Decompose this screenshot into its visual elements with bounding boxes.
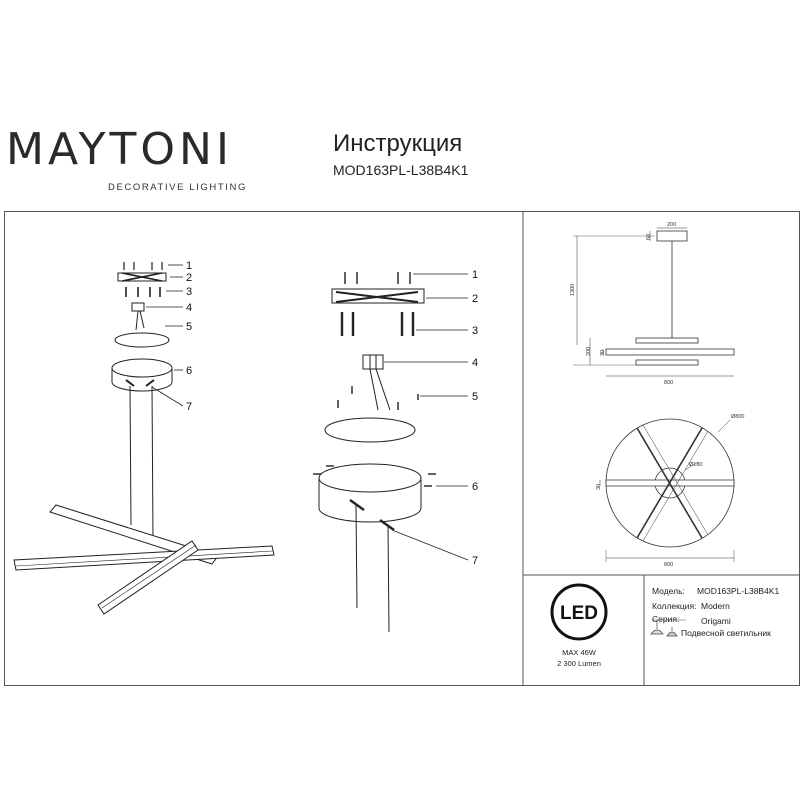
spec-series-value: Origami	[701, 616, 731, 626]
instruction-frame	[4, 211, 800, 686]
dim-rod-length: 1300	[570, 284, 576, 296]
mid-screws-top	[344, 272, 411, 284]
document-model: MOD163PL-L38B4K1	[333, 162, 469, 178]
left-screws-top	[123, 262, 163, 270]
spec-type-value: Подвесной светильник	[681, 628, 771, 638]
spec-series-label: Серия:	[652, 614, 680, 624]
mid-label-6: 6	[472, 481, 478, 493]
spec-model-label: Модель:	[652, 586, 685, 596]
middle-assembly	[313, 272, 469, 633]
mid-label-7: 7	[472, 555, 478, 567]
led-badge	[550, 583, 608, 641]
dim-top-width: 200	[667, 222, 676, 228]
dim-canopy-diameter: Ø180	[689, 462, 702, 468]
left-dowels	[125, 287, 161, 297]
pendant-lamp-icon	[650, 621, 664, 635]
left-label-7: 7	[186, 401, 192, 413]
dim-top-height: 60	[646, 234, 652, 240]
mid-small-screws	[337, 386, 419, 410]
dim-top-width: 800	[664, 562, 673, 568]
mid-label-4: 4	[472, 357, 478, 369]
dim-bar-height: 30	[600, 350, 606, 356]
spec-model-value: MOD163PL-L38B4K1	[697, 586, 780, 596]
mid-canopy-screws	[313, 465, 436, 487]
mid-terminal	[362, 354, 384, 370]
left-label-5: 5	[186, 321, 192, 333]
spec-collection-label: Коллекция:	[652, 601, 697, 611]
left-label-1: 1	[186, 260, 192, 272]
led-label: LED	[560, 603, 598, 624]
mid-dowels	[340, 312, 415, 336]
mid-canopy-plate	[324, 417, 416, 443]
side-view	[573, 227, 735, 377]
left-bar-2	[13, 545, 275, 571]
mid-cable	[355, 504, 358, 609]
top-view	[599, 418, 735, 562]
document-title: Инструкция	[333, 130, 463, 157]
mid-label-2: 2	[472, 293, 478, 305]
left-canopy-plate	[114, 332, 170, 348]
left-terminal	[131, 302, 145, 312]
dim-bar-width: 30	[596, 484, 602, 490]
left-label-2: 2	[186, 272, 192, 284]
left-label-6: 6	[186, 365, 192, 377]
mid-label-3: 3	[472, 325, 478, 337]
spec-collection-value: Modern	[701, 601, 730, 611]
dim-outer-diameter: Ø800	[731, 414, 744, 420]
left-assembly	[13, 262, 275, 615]
brand-logo: MAYTONI	[6, 124, 233, 175]
dim-side-width: 800	[664, 380, 673, 386]
led-power: MAX 46W	[562, 648, 597, 657]
left-label-3: 3	[186, 286, 192, 298]
left-cable	[129, 385, 132, 526]
mid-label-1: 1	[472, 269, 478, 281]
pendant-type-icon	[666, 627, 678, 637]
led-lumen: 2 300 Lumen	[557, 659, 601, 668]
left-label-4: 4	[186, 302, 192, 314]
mid-label-5: 5	[472, 391, 478, 403]
brand-tagline: DECORATIVE LIGHTING	[108, 182, 247, 193]
dim-body-height: 200	[586, 347, 592, 356]
